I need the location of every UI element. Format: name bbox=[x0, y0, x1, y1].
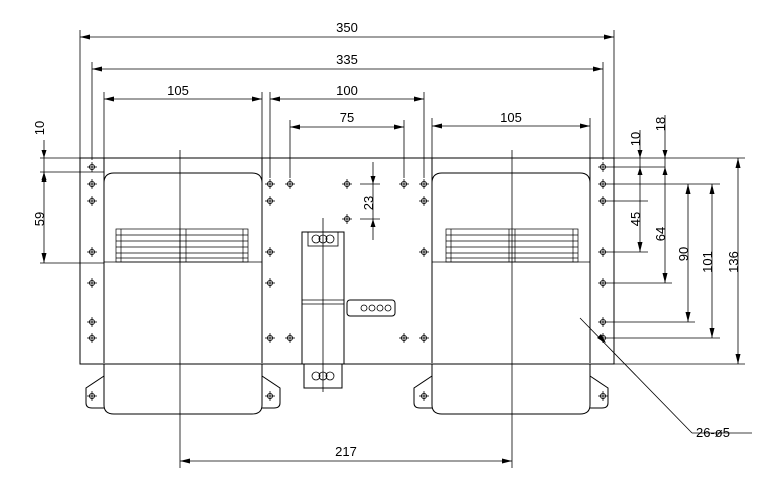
extension-lines bbox=[40, 30, 720, 339]
dim-right-outlet-width: 105 bbox=[500, 110, 522, 125]
mounting-plate bbox=[40, 157, 745, 365]
motor-body bbox=[301, 218, 396, 392]
dim-hole-height-90: 90 bbox=[676, 247, 691, 261]
left-outlet-grille bbox=[115, 228, 249, 263]
dim-outlet-height: 59 bbox=[32, 212, 47, 226]
dim-overall-width: 350 bbox=[336, 20, 358, 35]
dim-center-spacing: 100 bbox=[336, 83, 358, 98]
dim-overall-height: 136 bbox=[726, 251, 741, 273]
dim-hole-height-101: 101 bbox=[700, 251, 715, 273]
dim-axis-spacing: 217 bbox=[335, 444, 357, 459]
dim-left-outlet-width: 105 bbox=[167, 83, 189, 98]
left-blower-housing bbox=[85, 158, 281, 415]
dim-right-offset-18: 18 bbox=[653, 117, 668, 131]
mounting-holes bbox=[86, 161, 609, 402]
right-blower-housing bbox=[413, 158, 609, 415]
dim-hole-height-64: 64 bbox=[653, 227, 668, 241]
dim-inner-hole-spacing: 75 bbox=[340, 110, 354, 125]
dimension-lines bbox=[41, 34, 752, 464]
dim-center-offset: 23 bbox=[361, 196, 376, 210]
dim-right-offset-10: 10 bbox=[628, 132, 643, 146]
dim-top-offset: 10 bbox=[32, 121, 47, 135]
hole-callout: 26-ø5 bbox=[696, 425, 730, 440]
dim-hole-spacing-width: 335 bbox=[336, 52, 358, 67]
dim-hole-height-45: 45 bbox=[628, 212, 643, 226]
center-lines bbox=[179, 150, 513, 468]
dimension-labels: 350 335 105 100 75 105 217 10 59 23 10 1… bbox=[32, 20, 741, 459]
